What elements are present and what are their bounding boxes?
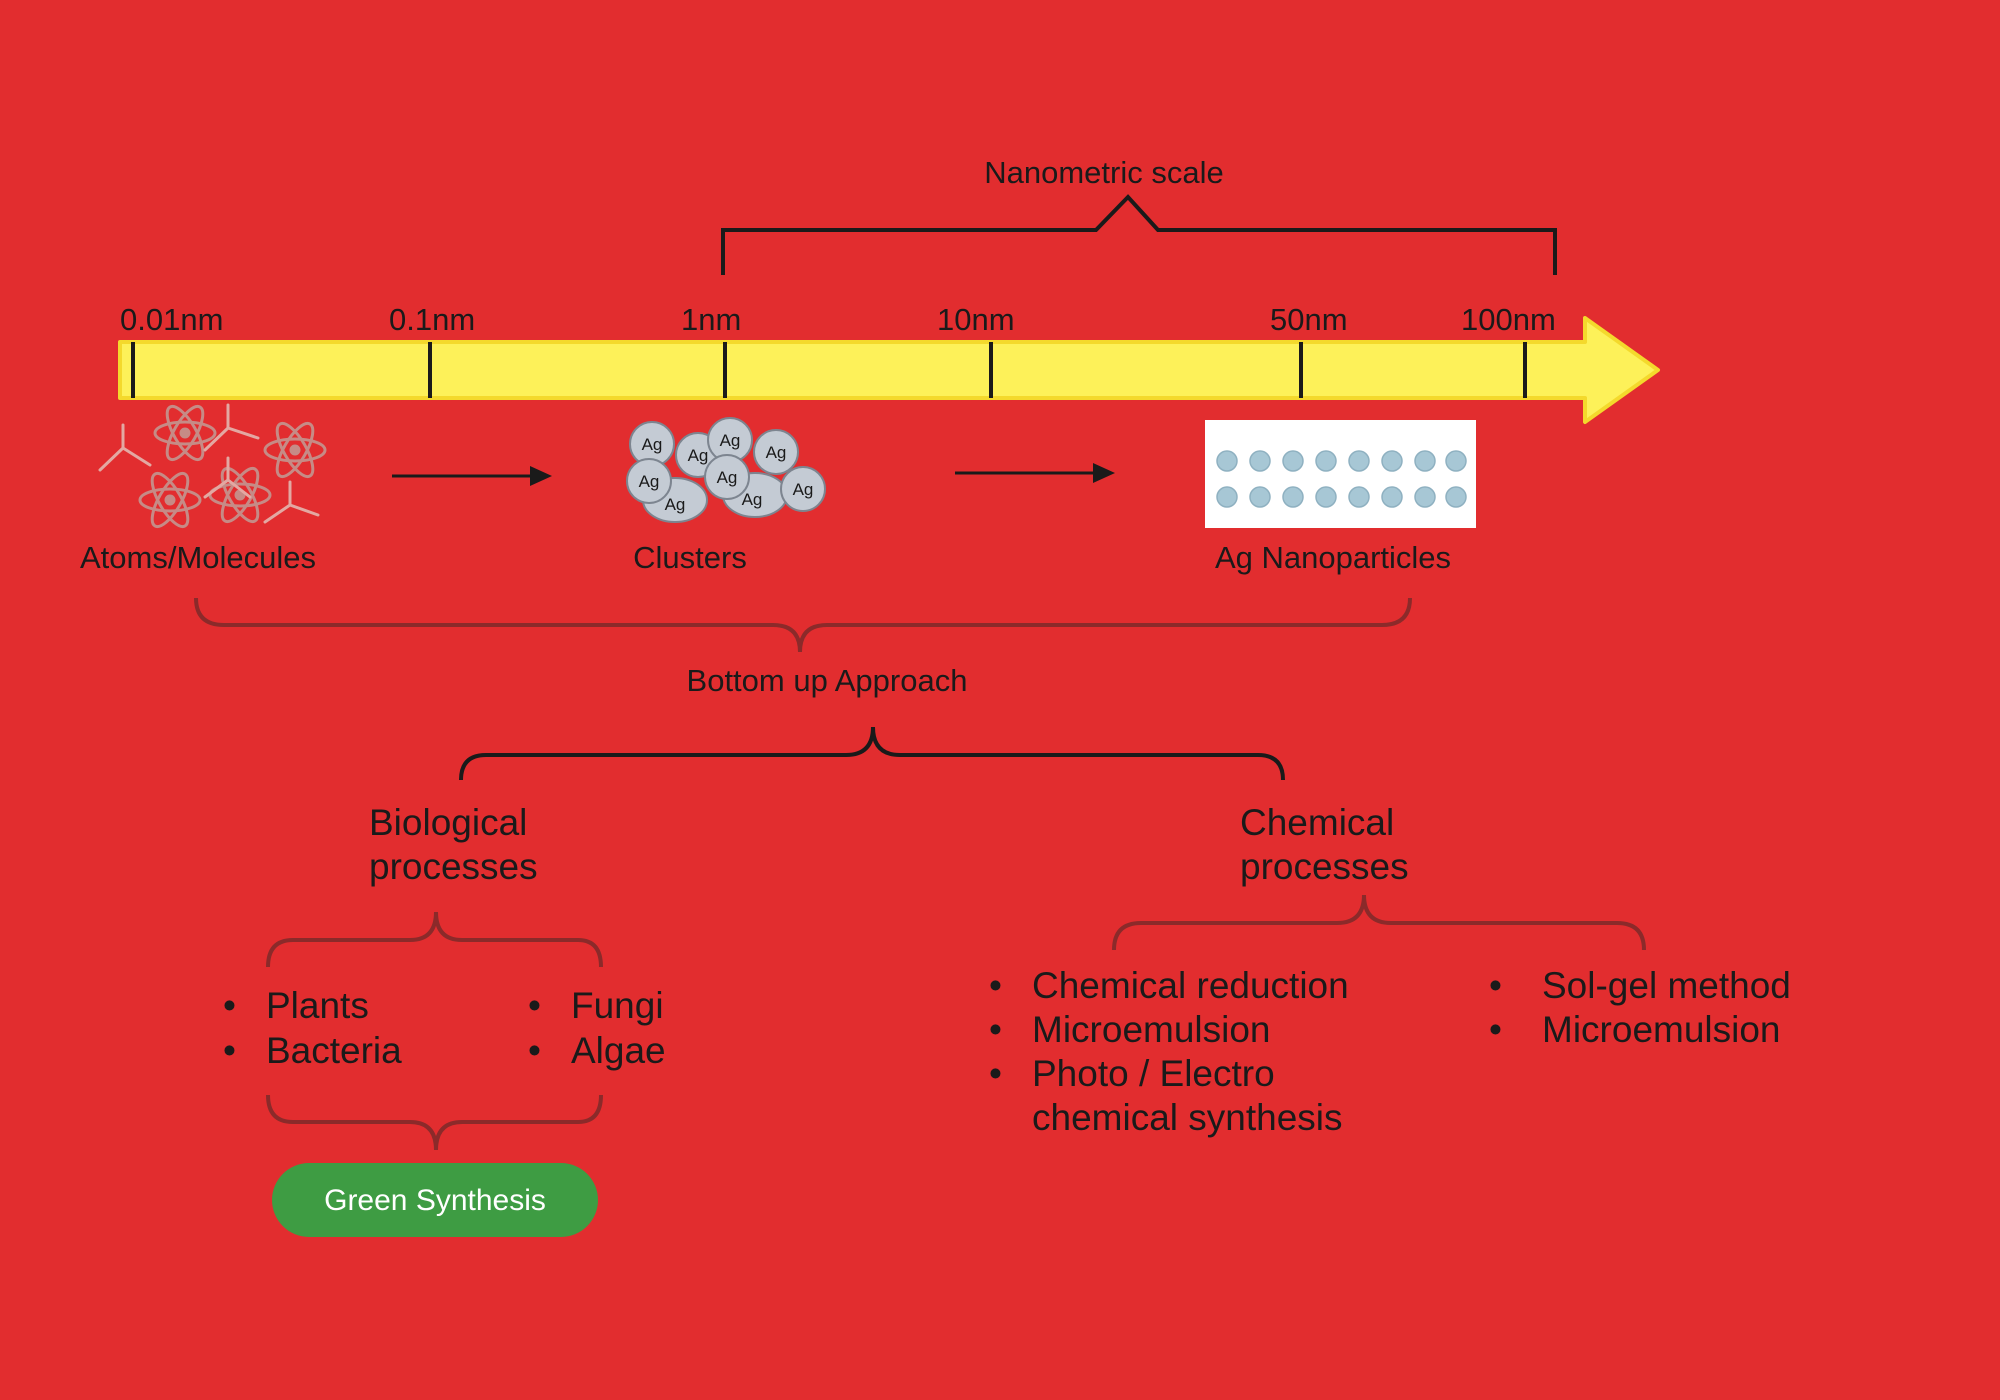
chemical-list-col2: • Sol-gel method • Microemulsion — [1489, 965, 1791, 1050]
atom-icon — [138, 471, 202, 529]
nanoparticle-grid — [1216, 450, 1467, 508]
list-item: Microemulsion — [1032, 1009, 1271, 1050]
svg-text:Ag: Ag — [639, 472, 660, 491]
biological-bottom-brace — [266, 1094, 603, 1151]
nanoparticle-icon — [1282, 486, 1304, 508]
silver-particle-icon: Ag — [626, 458, 672, 504]
biological-processes-title: Biological processes — [369, 802, 538, 887]
molecule-icon — [203, 456, 252, 499]
nanoparticle-icon — [1249, 486, 1271, 508]
green-synthesis-label: Green Synthesis — [324, 1184, 546, 1217]
scale-tick-label: 0.01nm — [120, 302, 223, 337]
ag-nanoparticles-label: Ag Nanoparticles — [1215, 540, 1451, 575]
nanoparticle-icon — [1282, 450, 1304, 472]
nanoparticle-icon — [1315, 486, 1337, 508]
list-item: Photo / Electro — [1032, 1053, 1275, 1094]
biological-list-col1: • Plants • Bacteria — [223, 985, 402, 1071]
list-item-continuation: chemical synthesis — [1032, 1097, 1343, 1138]
nanoparticle-icon — [1216, 486, 1238, 508]
list-bullet: • — [528, 985, 541, 1026]
chemical-brace — [1112, 894, 1646, 951]
list-bullet: • — [989, 1009, 1002, 1050]
nanoparticle-panel — [1205, 420, 1476, 528]
molecule-icon — [203, 403, 260, 452]
list-item: Microemulsion — [1542, 1009, 1781, 1050]
nanometric-scale-bracket — [721, 194, 1557, 275]
scale-tick-label: 10nm — [937, 302, 1015, 337]
list-item: Fungi — [571, 985, 664, 1026]
silver-particle-icon: Ag — [753, 429, 799, 475]
nanoparticle-icon — [1249, 450, 1271, 472]
nanometric-scale-title: Nanometric scale — [984, 155, 1223, 190]
nanoparticle-icon — [1348, 450, 1370, 472]
list-bullet: • — [989, 1053, 1002, 1094]
scale-tick-label: 1nm — [681, 302, 741, 337]
nanoparticle-icon — [1216, 450, 1238, 472]
list-item: Algae — [571, 1030, 666, 1071]
atom-icon — [153, 404, 217, 462]
svg-text:Ag: Ag — [688, 446, 709, 465]
nanoparticle-icon — [1414, 450, 1436, 472]
nanoparticle-icon — [1381, 450, 1403, 472]
nanoparticle-icon — [1315, 450, 1337, 472]
atoms-molecules-label: Atoms/Molecules — [80, 540, 316, 575]
ag-cluster-illustration: Ag Ag Ag Ag Ag Ag Ag Ag — [626, 417, 826, 523]
svg-text:Ag: Ag — [665, 495, 686, 514]
list-item: Sol-gel method — [1542, 965, 1791, 1006]
ag-nanoparticles-illustration — [1205, 420, 1476, 528]
chemical-list-col1: • Chemical reduction • Microemulsion • P… — [989, 965, 1349, 1138]
clusters-label: Clusters — [633, 540, 747, 575]
nanoparticle-icon — [1414, 486, 1436, 508]
svg-text:Ag: Ag — [720, 431, 741, 450]
biological-list-col2: • Fungi • Algae — [528, 985, 666, 1071]
svg-text:Ag: Ag — [717, 468, 738, 487]
arrow-right-icon — [392, 466, 552, 486]
silver-particle-icon: Ag — [704, 454, 750, 500]
scale-arrow-bar — [118, 316, 1660, 424]
nanoparticle-icon — [1348, 486, 1370, 508]
process-split-brace — [459, 726, 1285, 781]
list-bullet: • — [223, 985, 236, 1026]
scale-tick-label: 0.1nm — [389, 302, 475, 337]
molecule-icon — [98, 423, 152, 472]
scale-ticks — [131, 342, 1527, 398]
atom-icon — [208, 466, 272, 524]
green-synthesis-badge: Green Synthesis — [272, 1163, 598, 1237]
bottom-up-approach-label: Bottom up Approach — [687, 663, 968, 698]
silver-particle-icon: Ag — [629, 421, 675, 467]
scale-tick-label: 50nm — [1270, 302, 1348, 337]
svg-text:Ag: Ag — [642, 435, 663, 454]
scale-tick-label: 100nm — [1461, 302, 1556, 337]
silver-particle-icon: Ag — [780, 466, 826, 512]
nanoparticle-icon — [1445, 486, 1467, 508]
svg-text:Ag: Ag — [766, 443, 787, 462]
list-bullet: • — [1489, 1009, 1502, 1050]
chemical-processes-title: Chemical processes — [1240, 802, 1409, 887]
atom-icon — [263, 421, 327, 479]
arrow-right-icon — [955, 463, 1115, 483]
list-item: Plants — [266, 985, 369, 1026]
molecule-icon — [263, 480, 320, 524]
list-item: Chemical reduction — [1032, 965, 1349, 1006]
nanoparticle-icon — [1381, 486, 1403, 508]
bottom-up-brace — [194, 597, 1412, 653]
list-bullet: • — [528, 1030, 541, 1071]
atoms-molecules-illustration — [98, 403, 327, 529]
nanoparticle-icon — [1445, 450, 1467, 472]
list-item: Bacteria — [266, 1030, 402, 1071]
svg-text:Ag: Ag — [742, 490, 763, 509]
svg-text:Ag: Ag — [793, 480, 814, 499]
list-bullet: • — [989, 965, 1002, 1006]
list-bullet: • — [223, 1030, 236, 1071]
biological-top-brace — [266, 911, 603, 968]
list-bullet: • — [1489, 965, 1502, 1006]
